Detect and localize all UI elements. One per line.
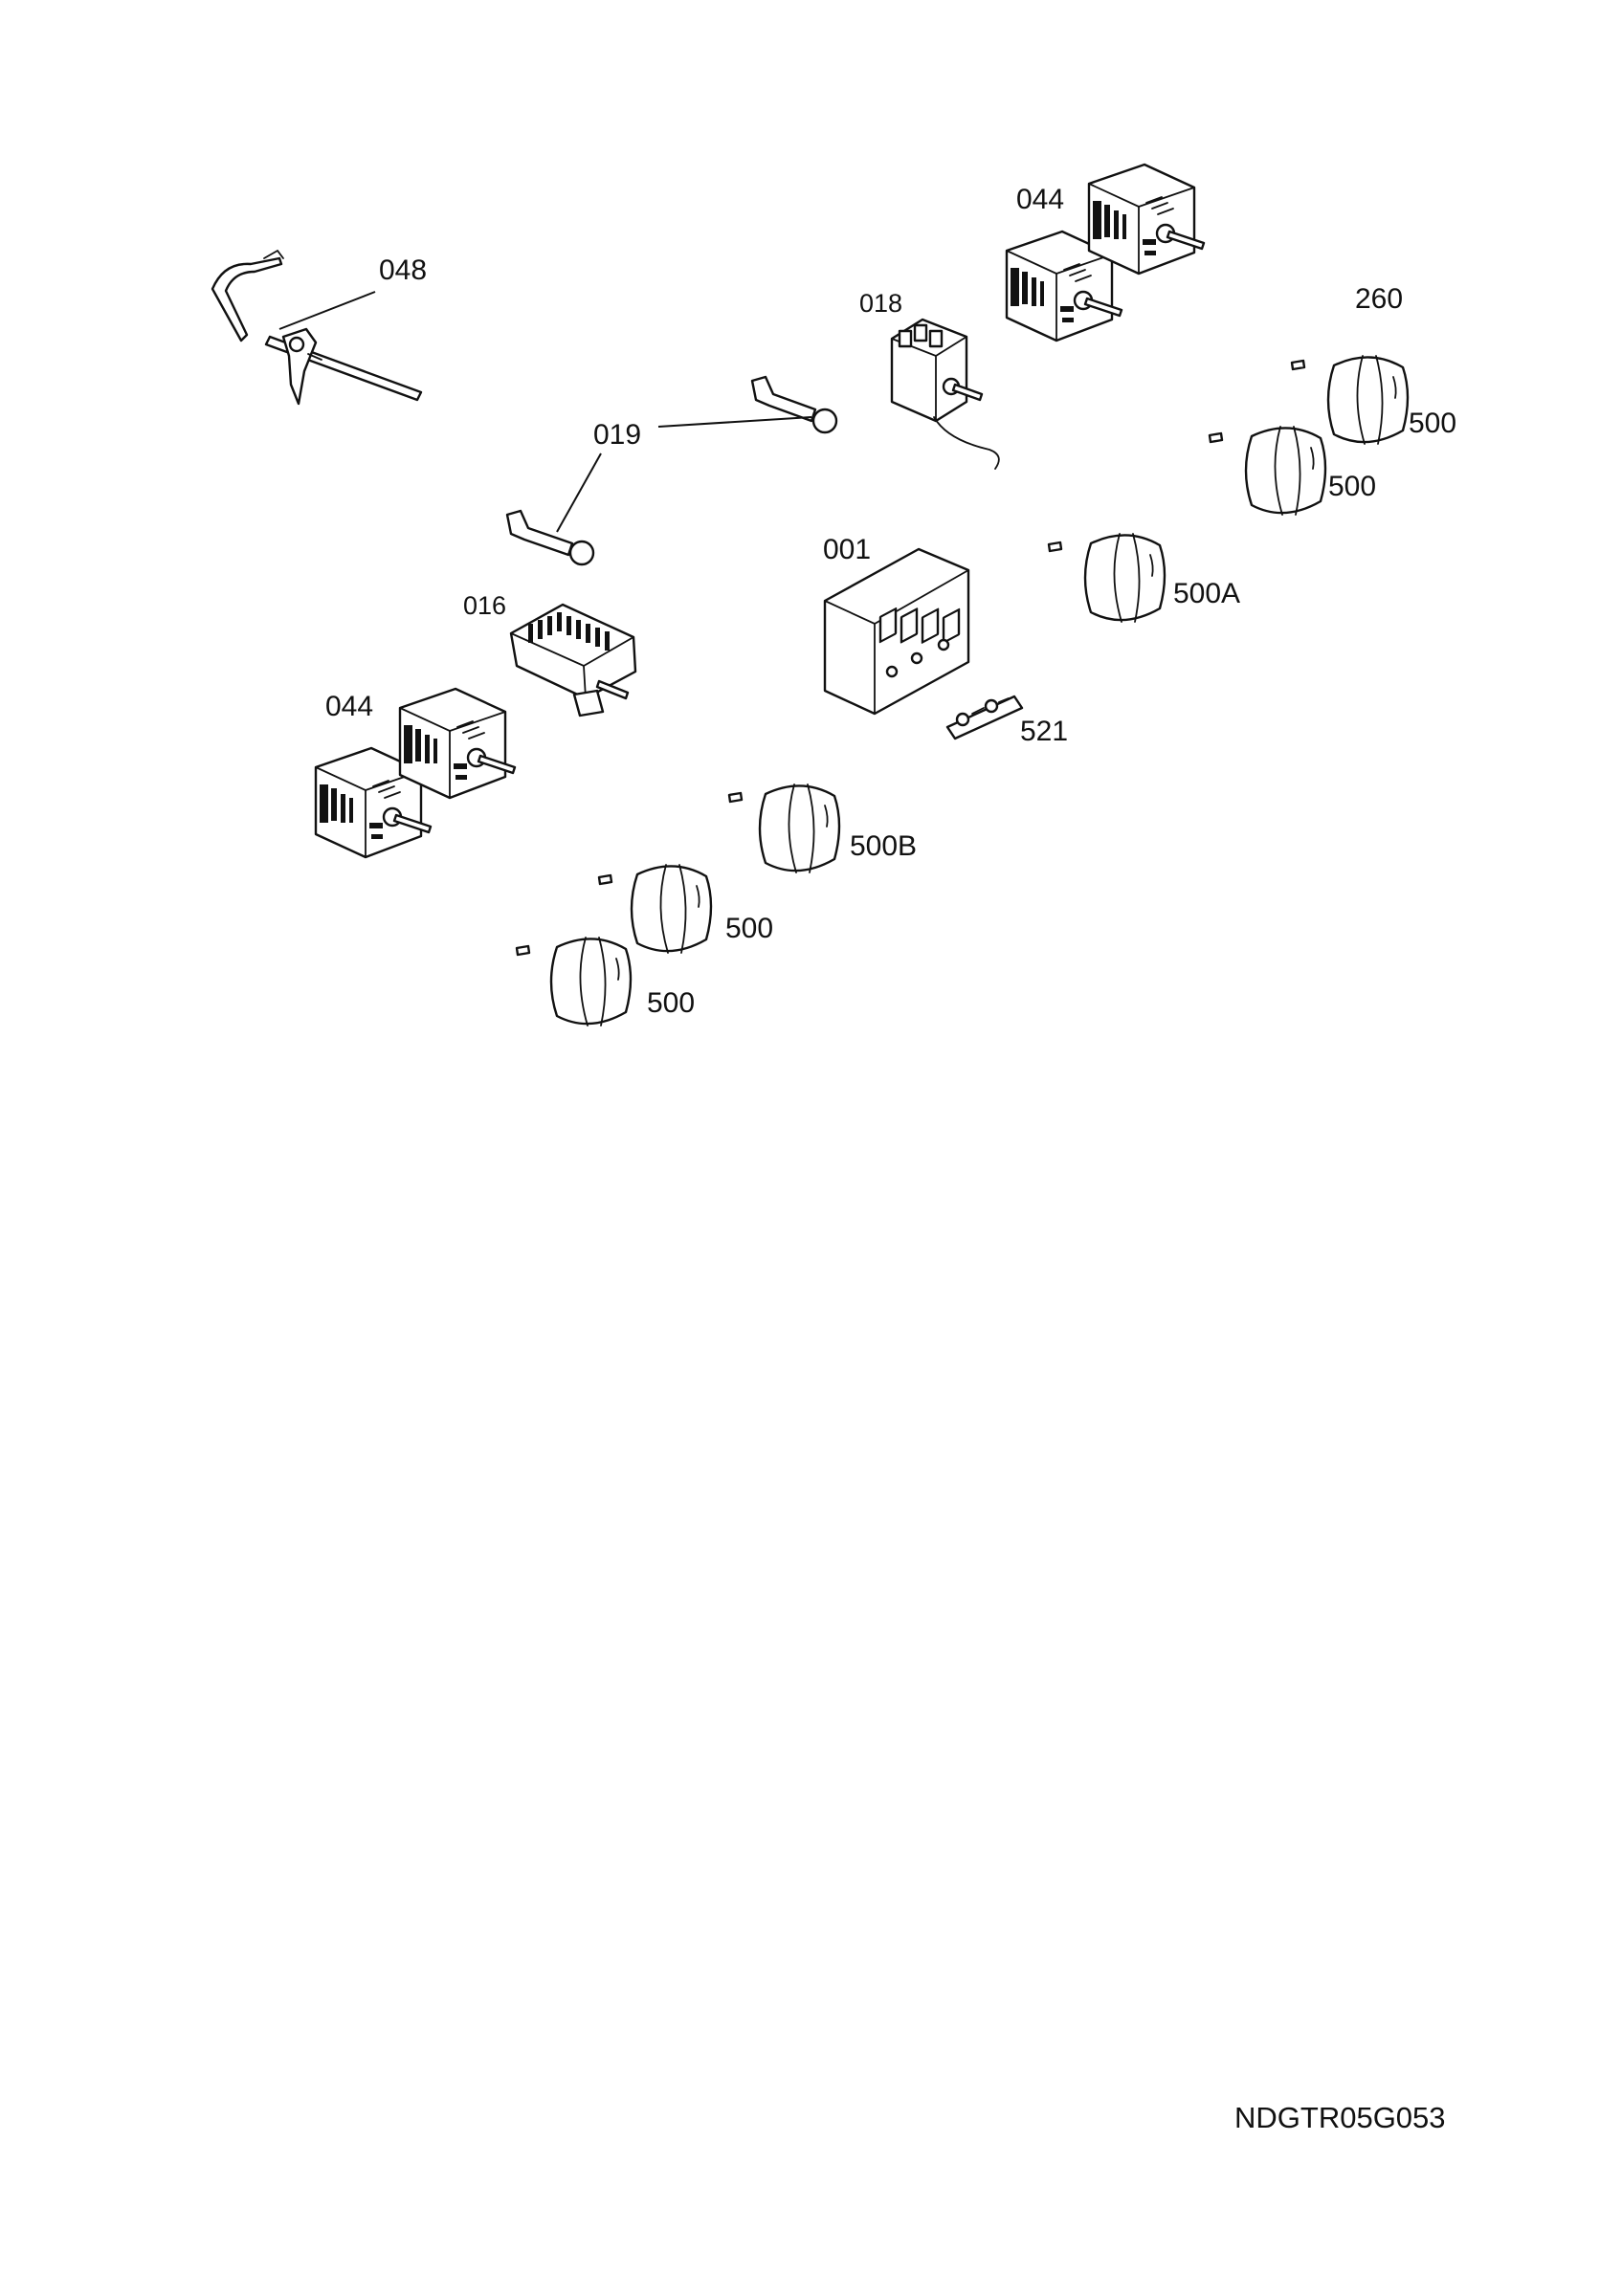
knob-clip-b1 xyxy=(597,873,613,886)
label-500-r1: 500 xyxy=(1409,408,1456,439)
label-500B: 500B xyxy=(850,830,917,862)
label-500-r2: 500 xyxy=(1328,471,1376,502)
knob-part-500B xyxy=(758,783,841,874)
timer-switch-part-018 xyxy=(890,318,1000,470)
label-001: 001 xyxy=(823,534,871,565)
label-044-top: 044 xyxy=(1016,184,1064,215)
regulator-part-044-left-b xyxy=(398,687,517,800)
small-part-521 xyxy=(945,695,1024,740)
label-019: 019 xyxy=(593,419,641,451)
label-048: 048 xyxy=(379,254,427,286)
indicator-lamp-part-019-left xyxy=(505,509,595,566)
knob-clip-b2 xyxy=(515,944,531,957)
label-521: 521 xyxy=(1020,716,1068,747)
knob-clip-500B xyxy=(727,791,744,804)
label-016: 016 xyxy=(463,591,506,620)
knob-part-500A xyxy=(1083,532,1167,624)
label-500-b2: 500 xyxy=(647,987,695,1019)
label-500A: 500A xyxy=(1173,578,1240,609)
knob-part-500-r2 xyxy=(1244,425,1327,517)
knob-clip-500A xyxy=(1047,541,1063,553)
display-digits-icon xyxy=(878,607,961,645)
knob-part-500-b1 xyxy=(630,863,713,955)
diagram-code: NDGTR05G053 xyxy=(1234,2101,1446,2134)
selector-switch-part-016 xyxy=(509,603,637,718)
indicator-lamp-part-019-right xyxy=(750,375,838,434)
label-044-left: 044 xyxy=(325,691,373,722)
knob-part-500-b2 xyxy=(549,936,633,1027)
knob-clip-r1 xyxy=(1290,359,1306,371)
label-018: 018 xyxy=(859,289,902,318)
label-260: 260 xyxy=(1355,283,1403,315)
display-module-part-001 xyxy=(823,547,970,716)
label-500-b1: 500 xyxy=(725,913,773,944)
probe-part-048 xyxy=(211,249,423,406)
regulator-part-044-top-b xyxy=(1087,163,1206,276)
knob-part-500-r1 xyxy=(1326,354,1410,446)
knob-clip-r2 xyxy=(1208,431,1224,444)
